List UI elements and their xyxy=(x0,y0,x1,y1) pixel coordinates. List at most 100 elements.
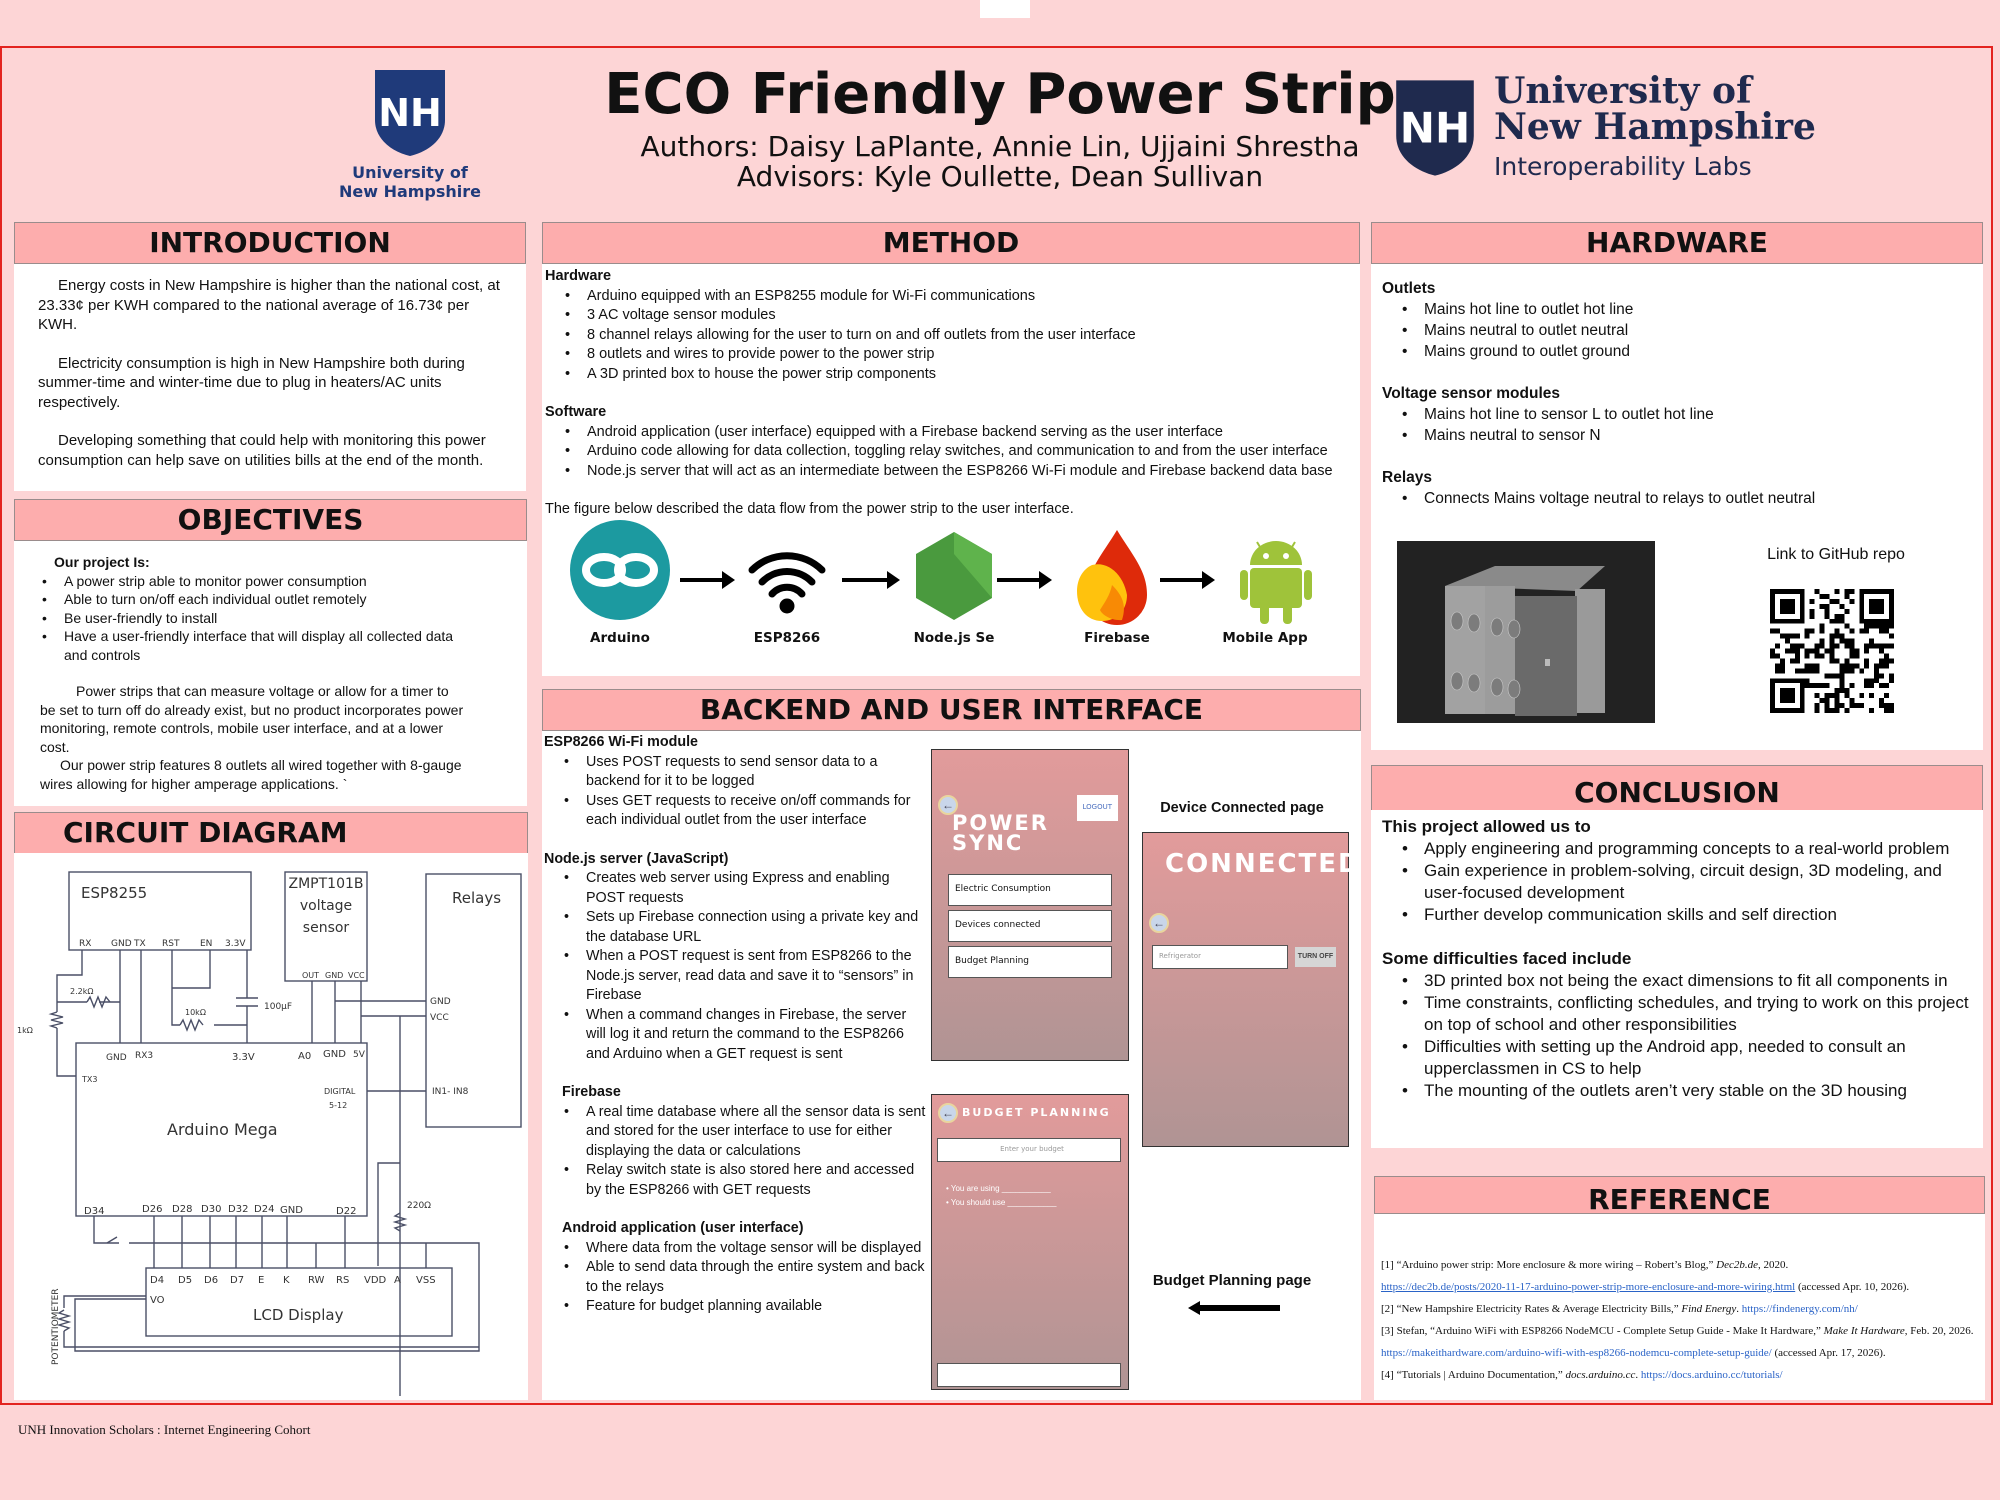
list-item: 8 outlets and wires to provide power to … xyxy=(545,345,1358,365)
svg-text:VO: VO xyxy=(150,1295,165,1306)
device-connected-label: Device Connected page xyxy=(1160,800,1324,816)
svg-text:D5: D5 xyxy=(178,1275,192,1286)
github-qr-code[interactable] xyxy=(1770,589,1894,713)
svg-text:VSS: VSS xyxy=(416,1275,436,1286)
reference-link[interactable]: https://dec2b.de/posts/2020-11-17-arduin… xyxy=(1381,1281,1796,1293)
list-item: A 3D printed box to house the power stri… xyxy=(545,365,1358,385)
logout-button: LOGOUT xyxy=(1076,795,1118,821)
list-item: Where data from the voltage sensor will … xyxy=(544,1239,926,1259)
android-icon xyxy=(1240,541,1312,624)
advisors-line: Advisors: Kyle Oullette, Dean Sullivan xyxy=(736,160,1264,193)
svg-text:GND: GND xyxy=(430,997,451,1007)
objectives-body: Our project Is: A power strip able to mo… xyxy=(14,541,527,806)
app-title: POWER SYNC xyxy=(952,811,1049,855)
flow-label: Arduino xyxy=(590,630,650,646)
svg-text:D6: D6 xyxy=(204,1275,218,1286)
svg-text:GND: GND xyxy=(280,1205,303,1216)
method-software-heading: Software xyxy=(545,404,607,420)
list-item: Further develop communication skills and… xyxy=(1382,904,1973,926)
list-item: When a command changes in Firebase, the … xyxy=(544,1006,926,1065)
svg-text:ESP8255: ESP8255 xyxy=(81,884,147,902)
list-item: Have a user-friendly interface that will… xyxy=(22,627,467,664)
arrow-icon xyxy=(997,571,1052,589)
svg-text:5-12: 5-12 xyxy=(329,1101,347,1110)
list-item: Creates web server using Express and ena… xyxy=(544,869,926,908)
unh-logo-left: NH University of New Hampshire xyxy=(335,68,485,201)
wifi-icon xyxy=(748,552,826,614)
objectives-paragraph: Power strips that can measure voltage or… xyxy=(40,683,464,755)
svg-text:D24: D24 xyxy=(254,1204,274,1215)
svg-text:EN: EN xyxy=(200,939,212,949)
svg-text:1kΩ: 1kΩ xyxy=(17,1026,33,1035)
svg-text:ZMPT101B: ZMPT101B xyxy=(289,876,364,892)
arrow-icon xyxy=(680,571,735,589)
esp-block xyxy=(68,871,252,951)
reference-header: REFERENCE xyxy=(1374,1176,1985,1216)
list-item: Uses POST requests to send sensor data t… xyxy=(544,753,926,792)
svg-text:100μF: 100μF xyxy=(264,1002,292,1012)
svg-text:Arduino Mega: Arduino Mega xyxy=(167,1120,278,1139)
reference-link[interactable]: https://findenergy.com/nh/ xyxy=(1741,1303,1858,1315)
svg-text:RST: RST xyxy=(162,939,180,949)
backend-firebase-heading: Firebase xyxy=(562,1084,621,1100)
conclusion-body: This project allowed us to Apply enginee… xyxy=(1371,810,1983,1148)
svg-text:5V: 5V xyxy=(353,1050,366,1060)
list-item: Difficulties with setting up the Android… xyxy=(1382,1036,1973,1080)
svg-text:GND: GND xyxy=(111,939,132,949)
svg-text:D7: D7 xyxy=(230,1275,244,1286)
authors: Authors: Daisy LaPlante, Annie Lin, Ujja… xyxy=(560,132,1440,192)
footer-text: UNH Innovation Scholars : Internet Engin… xyxy=(18,1422,311,1437)
svg-text:Relays: Relays xyxy=(452,889,501,907)
reference-link[interactable]: https://docs.arduino.cc/tutorials/ xyxy=(1640,1369,1783,1381)
svg-text:RX: RX xyxy=(79,939,91,949)
list-item: Arduino equipped with an ESP8255 module … xyxy=(545,287,1358,307)
list-item: Mains ground to outlet ground xyxy=(1382,341,1973,362)
reference-link[interactable]: https://makeithardware.com/arduino-wifi-… xyxy=(1381,1347,1772,1359)
svg-text:voltage: voltage xyxy=(300,898,352,914)
list-item: Mains neutral to outlet neutral xyxy=(1382,320,1973,341)
svg-text:A0: A0 xyxy=(298,1051,311,1062)
logo-line: University of xyxy=(1494,70,1752,112)
firebase-icon xyxy=(1077,530,1147,625)
hardware-header: HARDWARE xyxy=(1371,222,1983,264)
method-software-list: Android application (user interface) equ… xyxy=(545,423,1358,482)
back-arrow-icon: ← xyxy=(1149,913,1169,933)
svg-text:D26: D26 xyxy=(142,1204,162,1215)
arduino-block xyxy=(75,1042,368,1217)
svg-text:NH: NH xyxy=(378,91,442,135)
list-item: The mounting of the outlets aren’t very … xyxy=(1382,1080,1973,1102)
backend-android-heading: Android application (user interface) xyxy=(562,1220,804,1236)
top-tab xyxy=(980,0,1030,18)
list-item: Arduino code allowing for data collectio… xyxy=(545,442,1358,462)
poster-frame xyxy=(0,46,1993,1405)
circuit-header: CIRCUIT DIAGRAM xyxy=(14,812,528,854)
list-item: Mains neutral to sensor N xyxy=(1382,425,1973,446)
budget-input: Enter your budget xyxy=(937,1138,1121,1162)
hardware-outlets-heading: Outlets xyxy=(1382,280,1436,297)
svg-text:D30: D30 xyxy=(201,1204,221,1215)
list-item: Time constraints, conflicting schedules,… xyxy=(1382,992,1973,1036)
intro-paragraph: Electricity consumption is high in New H… xyxy=(38,354,465,411)
authors-line: Authors: Daisy LaPlante, Annie Lin, Ujja… xyxy=(640,130,1360,163)
svg-text:DIGITAL: DIGITAL xyxy=(324,1087,356,1096)
budget-title: BUDGET PLANNING xyxy=(962,1106,1111,1119)
turn-off-button: TURN OFF xyxy=(1295,947,1336,967)
reference-2: [2] “New Hampshire Electricity Rates & A… xyxy=(1381,1303,1858,1315)
reference-4: [4] “Tutorials | Arduino Documentation,”… xyxy=(1381,1369,1783,1381)
list-item: Feature for budget planning available xyxy=(544,1297,926,1317)
budget-line: • You should use ___________ xyxy=(946,1198,1057,1207)
method-hardware-heading: Hardware xyxy=(545,268,612,284)
connected-title: CONNECTED xyxy=(1165,849,1362,879)
conclusion-heading: This project allowed us to xyxy=(1382,817,1591,836)
svg-text:10kΩ: 10kΩ xyxy=(185,1008,206,1017)
backend-node-heading: Node.js server (JavaScript) xyxy=(544,850,729,867)
list-item: 8 channel relays allowing for the user t… xyxy=(545,326,1358,346)
zmpt-block xyxy=(284,871,368,982)
objectives-list: A power strip able to monitor power cons… xyxy=(22,572,467,665)
svg-text:3.3V: 3.3V xyxy=(225,939,246,949)
svg-text:sensor: sensor xyxy=(303,920,350,936)
flow-label: Firebase xyxy=(1084,630,1150,646)
list-item: A real time database where all the senso… xyxy=(544,1103,926,1162)
list-item: 3D printed box not being the exact dimen… xyxy=(1382,970,1973,992)
